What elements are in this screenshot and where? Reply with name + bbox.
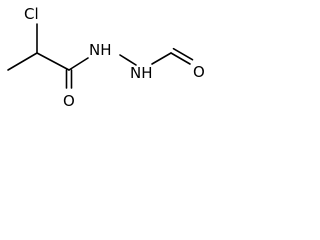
bond-formyl-o-1: [170, 52, 191, 65]
bond-ch-carbonyl: [36, 52, 70, 71]
atom-label-nh-amide: NH: [89, 41, 112, 59]
bond-carbonyl-nh: [68, 57, 89, 71]
bond-methyl-ch: [7, 52, 38, 71]
atom-label-o-formyl: O: [193, 63, 205, 81]
atom-label-nh-formyl: NH: [130, 64, 153, 82]
bond-nh-formyl: [151, 52, 172, 65]
bond-nh-nh: [119, 54, 137, 66]
chemical-structure: Cl NH NH O O: [7, 5, 205, 110]
atom-label-cl: Cl: [24, 5, 39, 23]
bond-formyl-o-2: [172, 47, 194, 61]
atom-label-o-amide: O: [63, 92, 75, 110]
